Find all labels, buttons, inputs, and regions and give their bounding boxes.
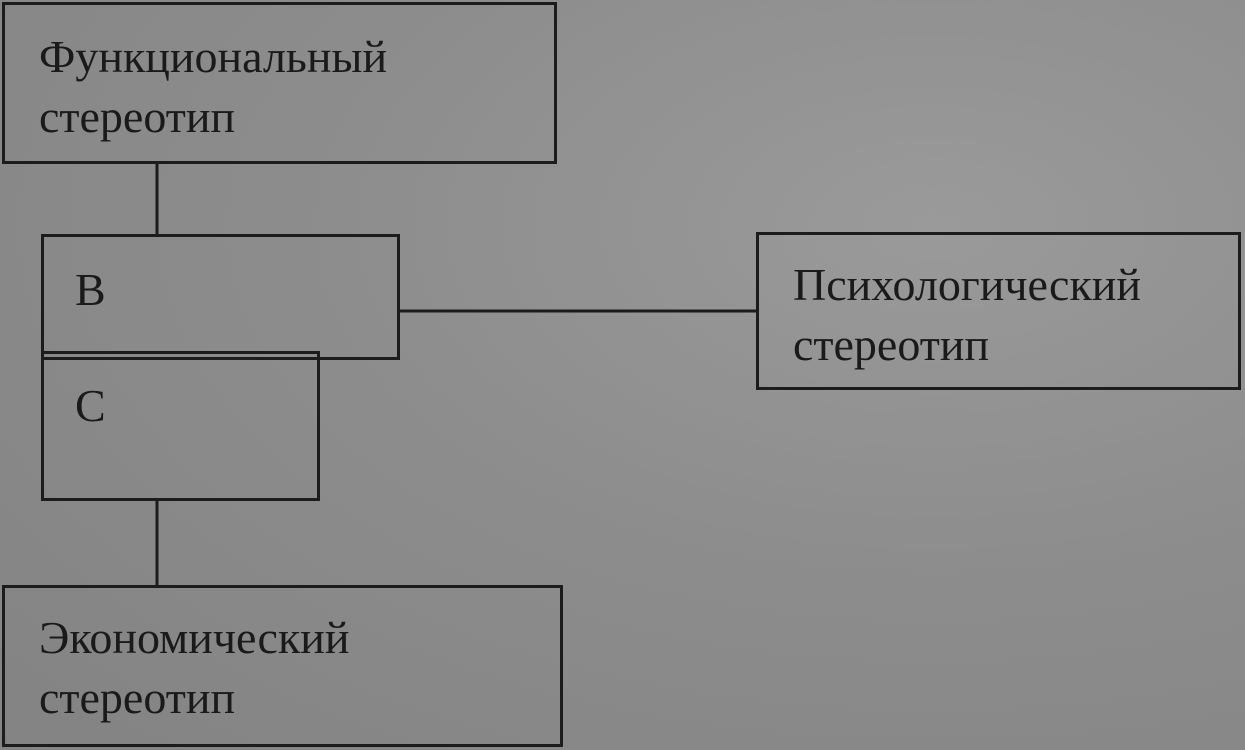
functional-line1: Функциональный bbox=[39, 31, 388, 82]
economic-line1: Экономический bbox=[39, 612, 350, 663]
economic-stereotype-label: Экономический стереотип bbox=[39, 608, 350, 728]
economic-stereotype-box: Экономический стереотип bbox=[2, 585, 563, 747]
economic-line2: стереотип bbox=[39, 672, 236, 723]
psychological-stereotype-box: Психологический стереотип bbox=[756, 232, 1241, 390]
psychological-stereotype-label: Психологический стереотип bbox=[793, 255, 1141, 375]
c-box: C bbox=[41, 351, 320, 501]
b-box: B bbox=[41, 234, 400, 360]
c-label: C bbox=[75, 380, 106, 431]
psychological-line2: стереотип bbox=[793, 319, 990, 370]
functional-stereotype-label: Функциональный стереотип bbox=[39, 27, 387, 147]
psychological-line1: Психологический bbox=[793, 259, 1142, 310]
functional-stereotype-box: Функциональный стереотип bbox=[2, 2, 557, 164]
b-label: B bbox=[75, 264, 106, 315]
functional-line2: стереотип bbox=[39, 91, 236, 142]
